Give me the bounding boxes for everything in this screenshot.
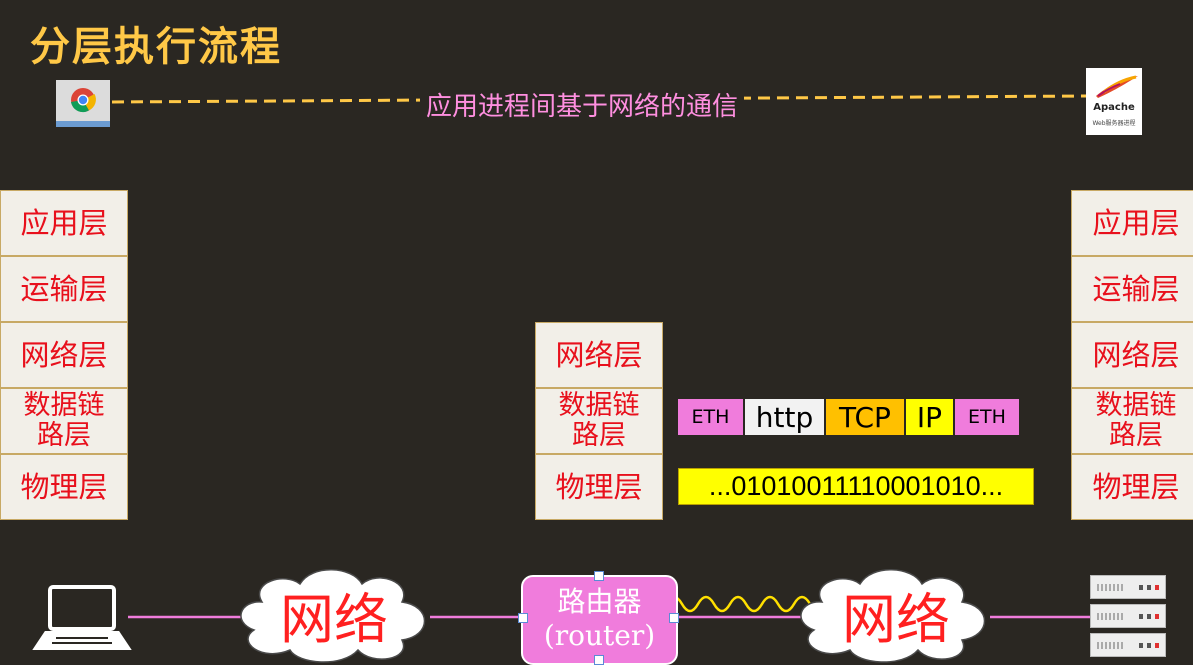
resize-handle-bottom[interactable] xyxy=(594,655,604,665)
resize-handle-right[interactable] xyxy=(669,613,679,623)
packet-http: http xyxy=(745,399,824,435)
packet-ip: IP xyxy=(906,399,953,435)
apache-name: Apache xyxy=(1093,102,1135,113)
stack-layer-datalink: 数据链 路层 xyxy=(535,388,663,454)
packet-tcp: TCP xyxy=(826,399,904,435)
communication-label: 应用进程间基于网络的通信 xyxy=(420,86,745,123)
router-sublabel: (router) xyxy=(543,619,656,652)
laptop-keyboard xyxy=(52,637,112,644)
stack-layer-transport: 运输层 xyxy=(0,256,128,322)
router-label: 路由器 xyxy=(557,585,642,618)
router-node[interactable]: 路由器 (router) xyxy=(521,575,678,665)
apache-logo: Apache Web服务器进程 xyxy=(1086,68,1142,135)
stack-layer-network: 网络层 xyxy=(535,322,663,388)
apache-caption: Web服务器进程 xyxy=(1092,120,1136,127)
cloud-icon xyxy=(240,569,426,663)
network-cloud-right-label: 网络 xyxy=(842,588,950,651)
laptop-icon xyxy=(32,585,132,650)
left-protocol-stack: 应用层 运输层 网络层 数据链 路层 物理层 xyxy=(0,190,128,520)
wavy-signal-line xyxy=(664,595,812,613)
stack-layer-physical: 物理层 xyxy=(0,454,128,520)
cloud-icon xyxy=(800,569,986,663)
packet-eth-header: ETH xyxy=(678,399,743,435)
apache-feather-icon xyxy=(1096,75,1138,98)
page-title: 分层执行流程 xyxy=(30,23,282,70)
resize-handle-top[interactable] xyxy=(594,571,604,581)
stack-layer-physical: 物理层 xyxy=(1071,454,1193,520)
chrome-icon xyxy=(56,80,110,127)
stack-layer-transport: 运输层 xyxy=(1071,256,1193,322)
stack-layer-network: 网络层 xyxy=(1071,322,1193,388)
right-protocol-stack: 应用层 运输层 网络层 数据链 路层 物理层 xyxy=(1071,190,1193,520)
stack-layer-application: 应用层 xyxy=(0,190,128,256)
stack-layer-network: 网络层 xyxy=(0,322,128,388)
stack-layer-application: 应用层 xyxy=(1071,190,1193,256)
network-cloud-left-label: 网络 xyxy=(280,588,388,651)
stack-layer-physical: 物理层 xyxy=(535,454,663,520)
router-protocol-stack: 网络层 数据链 路层 物理层 xyxy=(535,322,663,520)
resize-handle-left[interactable] xyxy=(518,613,528,623)
stack-layer-datalink: 数据链 路层 xyxy=(1071,388,1193,454)
stack-layer-datalink: 数据链 路层 xyxy=(0,388,128,454)
bitstream: ...01010011110001010... xyxy=(678,468,1034,505)
packet-eth-trailer: ETH xyxy=(955,399,1019,435)
